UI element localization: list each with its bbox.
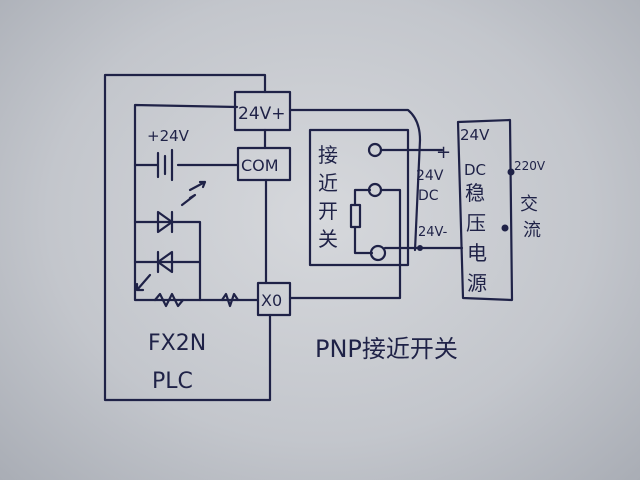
dc-24v-label: 24V (416, 168, 444, 184)
diagram-caption: PNP接近开关 (315, 335, 458, 363)
sensor-resistor (349, 203, 362, 229)
plc-outline (103, 73, 272, 402)
psu-char: 源 (467, 271, 487, 295)
sensor-char: 开 (318, 199, 338, 223)
psu-char: 24V (460, 126, 490, 144)
sensor-terminal-minus (369, 244, 387, 262)
junction-dot (417, 245, 423, 251)
photodiode-symbol (156, 250, 174, 274)
dc-output-box (413, 138, 422, 252)
proximity-switch-box (308, 128, 410, 267)
sensor-terminal-plus (367, 142, 383, 158)
plc-name-label: PLC (152, 369, 193, 394)
ac-terminal-2 (501, 224, 509, 232)
dc-24v-minus-label: 24V- (418, 225, 448, 240)
sensor-char: 关 (318, 227, 338, 251)
plc-internal-circuit (133, 103, 260, 308)
ac-char: 流 (523, 220, 541, 241)
resistor-symbol-2 (220, 292, 240, 308)
sensor-char: 接 (318, 143, 338, 167)
terminal-com-label: COM (241, 156, 279, 175)
wire-sensor-output-x0 (288, 188, 402, 300)
terminal-x0-label: X0 (261, 291, 282, 310)
psu-char: 电 (467, 241, 487, 265)
sensor-internal-wire (353, 188, 374, 255)
psu-char: DC (464, 161, 486, 179)
ac-char: 交 (520, 194, 538, 215)
battery-symbol (133, 148, 239, 182)
wire-24v-plus (288, 108, 422, 142)
terminal-24v-label: 24V+ (238, 104, 286, 124)
ac-terminal-1 (507, 168, 515, 176)
com-x0-wire (263, 128, 268, 285)
photodiode-arrow (135, 273, 152, 292)
light-arrows (180, 180, 207, 207)
psu-char: 稳 (465, 181, 485, 205)
resistor-symbol (153, 292, 185, 308)
dc-plus-label: + (436, 142, 451, 163)
plc-model-label: FX2N (148, 331, 206, 356)
led-symbol (156, 210, 174, 234)
power-supply-box (456, 118, 514, 302)
psu-char: 压 (466, 211, 486, 235)
internal-supply-label: +24V (147, 127, 190, 145)
dc-label: DC (418, 188, 439, 204)
sensor-char: 近 (318, 171, 338, 195)
ac-voltage-label: 220V (514, 159, 546, 173)
